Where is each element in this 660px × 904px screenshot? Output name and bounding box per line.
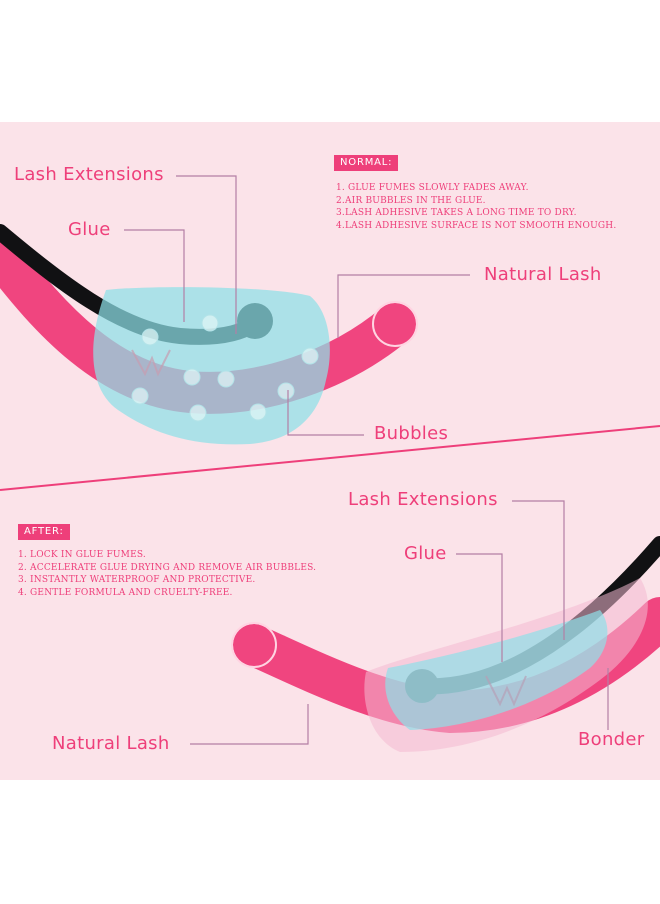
air-bubbles [131,314,319,422]
after-note-2: 2. ACCELERATE GLUE DRYING AND REMOVE AIR… [18,562,317,573]
normal-badge: NORMAL: [334,155,399,171]
glue-layer [385,610,608,730]
label-bonder: Bonder [578,729,645,750]
brand-watermark-bottom [485,675,527,707]
after-badge: AFTER: [18,524,70,540]
section-divider [0,425,660,491]
normal-notes: 1. GLUE FUMES SLOWLY FADES AWAY. 2.AIR B… [336,182,616,232]
label-natural-lash-top: Natural Lash [484,264,602,285]
label-natural-lash-bottom: Natural Lash [52,733,170,754]
normal-illustration [0,175,470,445]
label-lash-extensions-bottom: Lash Extensions [348,489,498,510]
label-lash-extensions-top: Lash Extensions [14,164,164,185]
natural-lash-tip-top [372,301,418,347]
glue-blob-top [93,287,330,445]
after-notes: 1. LOCK IN GLUE FUMES. 2. ACCELERATE GLU… [18,549,316,599]
normal-note-2: 2.AIR BUBBLES IN THE GLUE. [336,195,486,206]
after-note-4: 4. GENTLE FORMULA AND CRUELTY-FREE. [18,587,233,598]
normal-note-4: 4.LASH ADHESIVE SURFACE IS NOT SMOOTH EN… [336,220,617,231]
label-glue-top: Glue [68,219,111,240]
leader-lines-top [124,175,470,436]
after-note-1: 1. LOCK IN GLUE FUMES. [18,550,146,560]
label-glue-bottom: Glue [404,543,447,564]
natural-lash-tip-bottom [231,622,277,668]
after-illustration [190,500,660,752]
label-bubbles: Bubbles [374,423,449,444]
normal-note-1: 1. GLUE FUMES SLOWLY FADES AWAY. [336,183,529,193]
brand-watermark-top [131,349,171,377]
after-note-3: 3. INSTANTLY WATERPROOF AND PROTECTIVE. [18,575,256,585]
leader-lines-bottom [190,500,609,745]
normal-note-3: 3.LASH ADHESIVE TAKES A LONG TIME TO DRY… [336,208,577,218]
